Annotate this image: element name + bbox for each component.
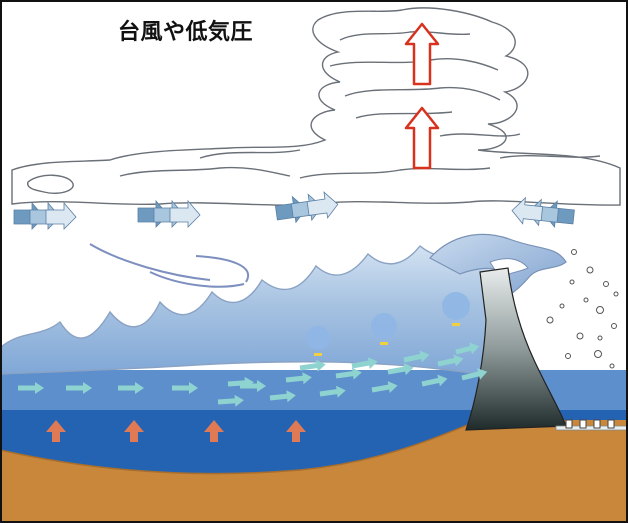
current-arrow-icon [387,363,414,375]
suction-bubble-icon [442,292,470,320]
current-arrow-icon [172,382,198,394]
wind-arrow-icon [137,199,201,228]
updraft-arrows [404,22,440,170]
wind-chevron-icon [306,191,339,219]
wind-chevron-icon [45,201,77,230]
current-arrow-icon [269,390,296,403]
wind-arrow-icon [511,196,575,229]
bubble-marker [314,353,322,356]
current-arrow-icon [217,394,244,407]
wind-chevron-icon [511,196,544,225]
pressure-arrow-icon [46,420,66,442]
wind-arrow-icon [274,191,339,224]
spray-droplets [546,249,619,369]
current-arrows [18,342,488,407]
land-block [555,425,628,431]
pressure-arrow-icon [204,420,224,442]
seawall [465,267,567,431]
current-arrow-icon [421,374,448,387]
current-arrow-icon [461,368,488,381]
current-arrow-icon [403,350,430,363]
battlement [565,419,615,429]
current-arrow-icon [455,342,480,355]
bubble-marker [452,323,460,326]
pressure-arrows [46,420,306,442]
current-arrow-icon [299,359,326,372]
wind-arrows [13,191,575,230]
current-arrow-icon [118,382,144,394]
updraft-arrow-icon [404,22,440,86]
current-arrow-icon [371,381,398,393]
updraft-arrow-icon [404,106,440,170]
seabed-edge [0,419,481,475]
current-arrow-icon [351,357,378,369]
bubble-marker [380,342,388,345]
wind-swirl [89,243,250,288]
wind-arrow-icon [13,201,77,230]
current-arrow-icon [319,385,346,398]
current-arrow-icon [240,380,266,392]
suction-bubble-icon [371,313,397,339]
pressure-arrow-icon [124,420,144,442]
cloud-wisp [27,174,74,194]
suction-bubbles [306,292,470,356]
seabed [0,420,628,523]
current-arrow-icon [285,372,312,385]
current-arrow-icon [335,367,362,380]
suction-bubble-icon [306,326,330,350]
wind-chevron-icon [169,199,201,228]
pressure-arrow-icon [286,420,306,442]
sea-surface [0,237,501,379]
current-arrow-icon [18,382,44,394]
diagram-title: 台風や低気圧 [118,20,254,45]
current-arrow-icon [437,354,464,367]
current-arrow-icon [66,382,92,394]
